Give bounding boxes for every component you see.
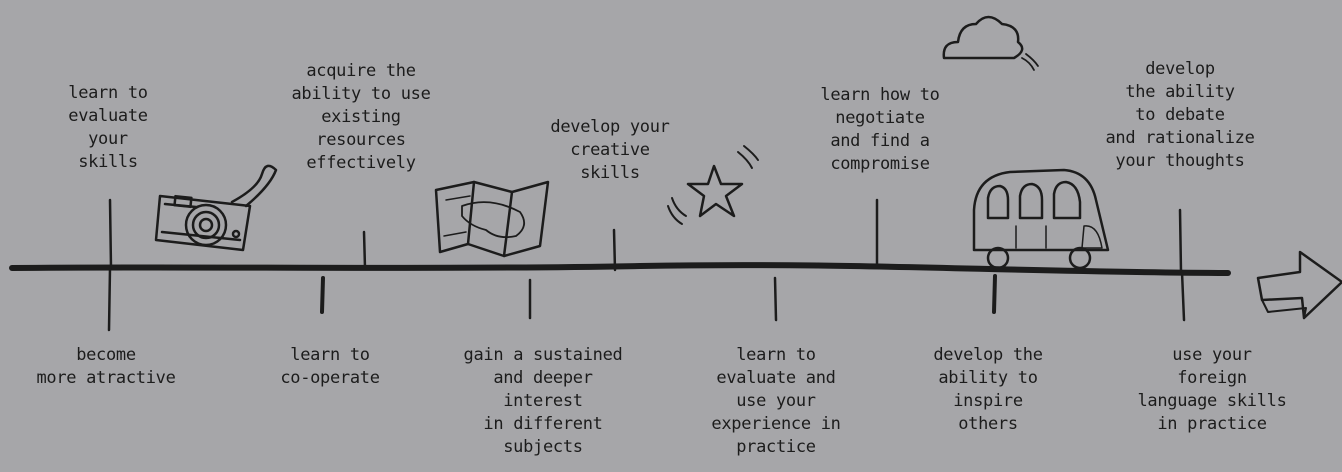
camera-icon	[154, 164, 278, 252]
timeline-ticks-below	[107, 266, 1186, 332]
map-icon	[434, 180, 550, 258]
cloud-icon	[942, 15, 1039, 71]
car-icon	[972, 168, 1110, 270]
timeline-line	[9, 262, 1231, 276]
star-icon	[667, 145, 759, 225]
arrow-icon	[1256, 250, 1342, 320]
timeline-ticks-above	[108, 198, 1183, 274]
